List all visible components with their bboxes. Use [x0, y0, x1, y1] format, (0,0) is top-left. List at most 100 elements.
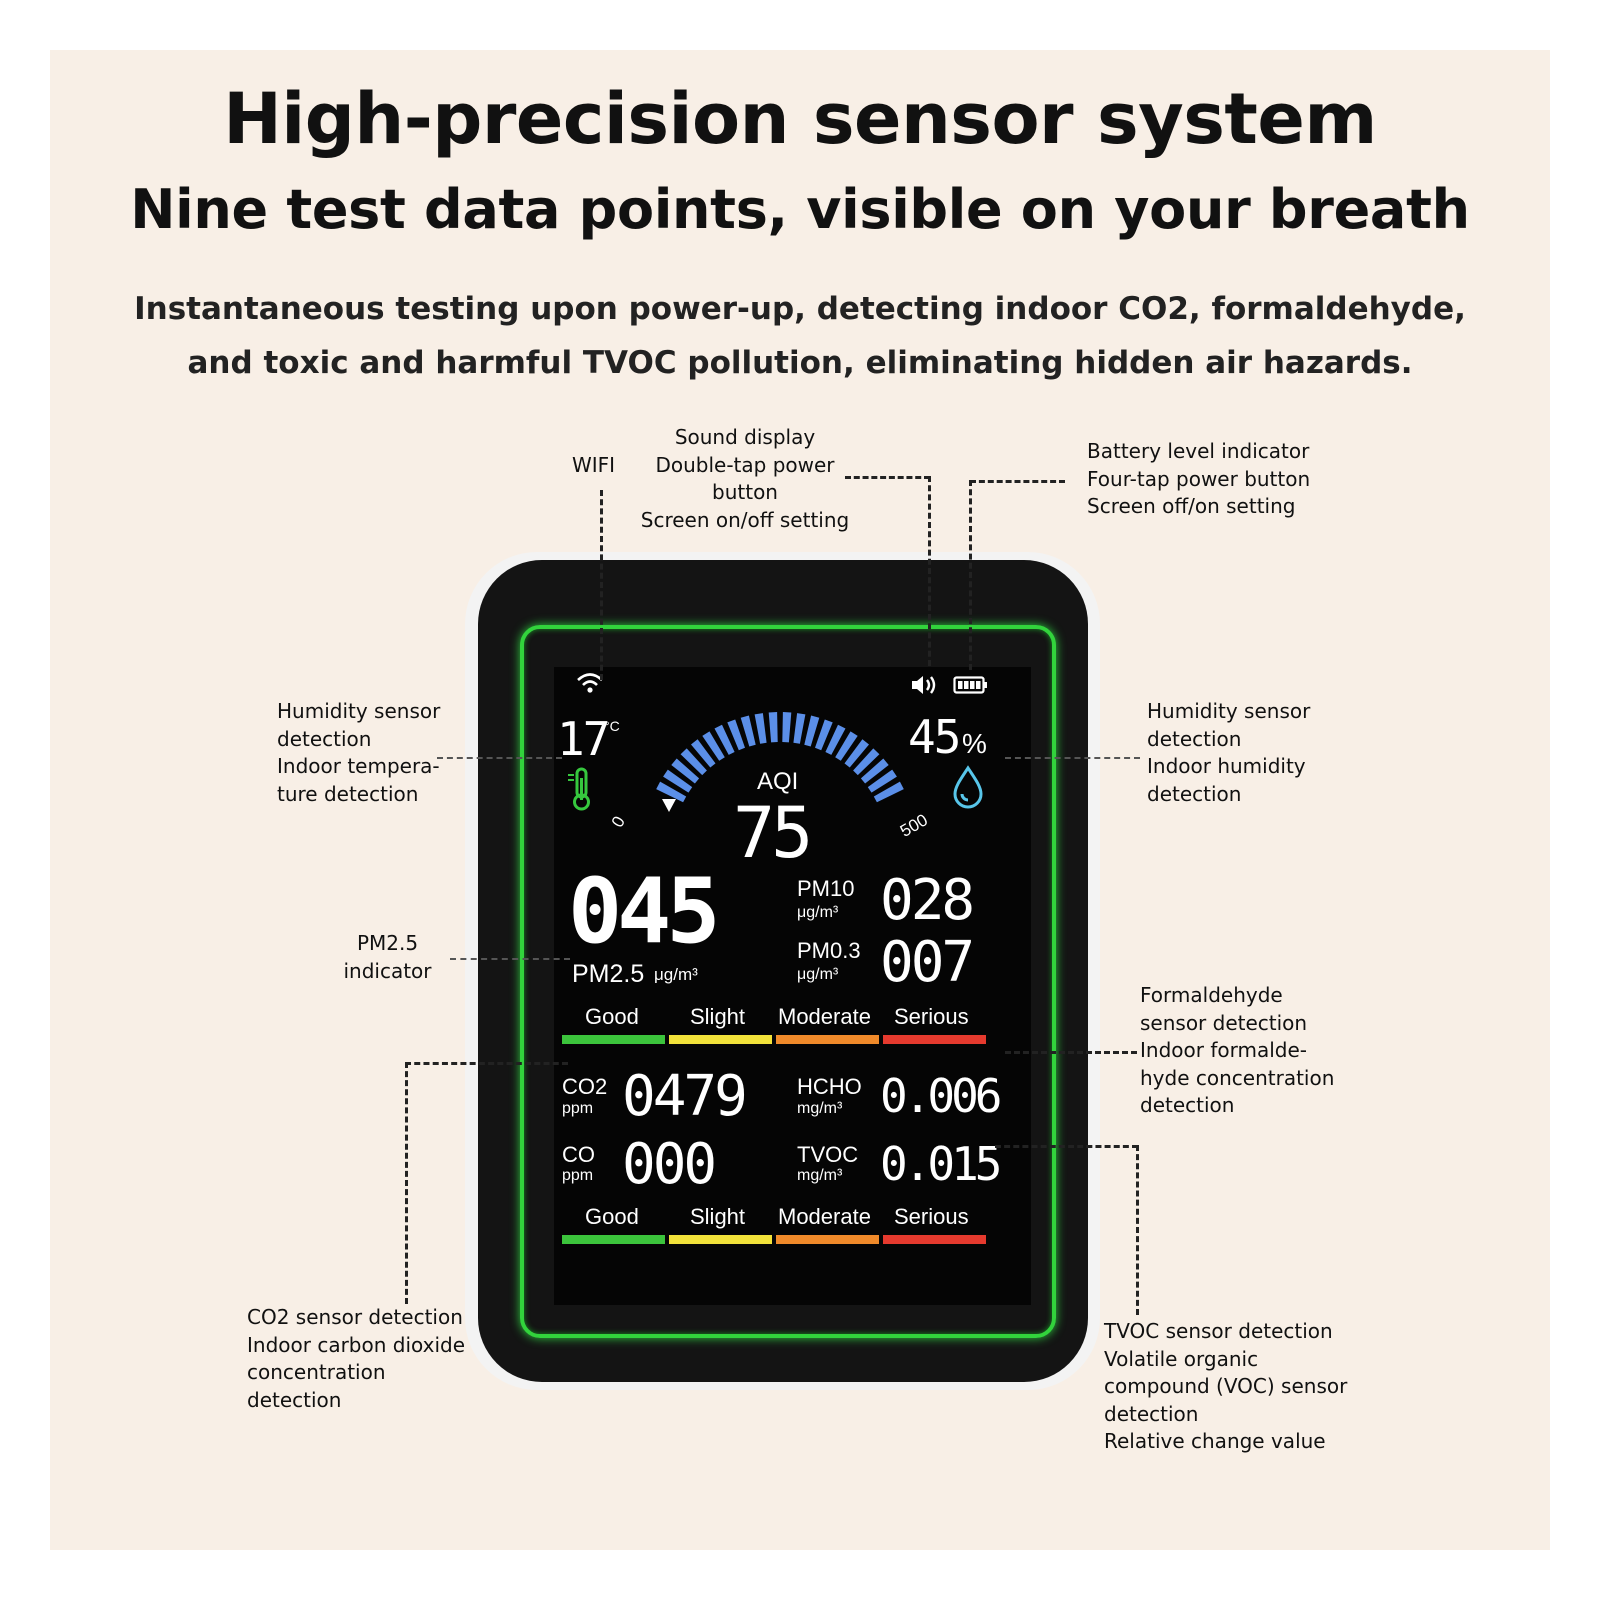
- co-unit: ppm: [562, 1167, 594, 1184]
- aqi-gauge-segment: [702, 731, 725, 761]
- co-label: CO: [562, 1142, 595, 1167]
- pm10-unit: μg/m³: [797, 904, 839, 921]
- callout-pm25: PM2.5 indicator: [330, 930, 445, 985]
- scale-bottom-slight: Slight: [690, 1204, 746, 1229]
- thermometer-icon: [568, 767, 590, 811]
- co2-value: 0479: [622, 1064, 748, 1129]
- aqi-gauge-segment: [867, 769, 897, 793]
- pm25-label: PM2.5: [572, 960, 645, 988]
- co2-unit: ppm: [562, 1100, 594, 1117]
- description-line: Instantaneous testing upon power-up, det…: [134, 291, 1466, 327]
- aqi-pointer: [662, 799, 676, 812]
- humidity-unit: %: [962, 728, 987, 759]
- aqi-gauge-segment: [663, 769, 693, 793]
- scale-top-slight: Slight: [690, 1004, 746, 1029]
- status-glow-ring: [520, 625, 1056, 1338]
- callout-line: Formaldehyde: [1140, 983, 1283, 1007]
- callout-temperature: Humidity sensor detection Indoor tempera…: [277, 698, 440, 808]
- scale-bottom-bar-moderate: [776, 1235, 879, 1244]
- aqi-gauge-segment: [740, 715, 756, 747]
- scale-top-bar-moderate: [776, 1035, 879, 1044]
- aqi-gauge-segment: [860, 758, 889, 784]
- temperature-unit: °C: [604, 718, 620, 734]
- aqi-gauge-segment: [691, 739, 716, 768]
- callout-co2: CO2 sensor detection Indoor carbon dioxi…: [247, 1304, 465, 1414]
- scale-top-serious: Serious: [894, 1004, 969, 1029]
- scale-bottom-bar-serious: [883, 1235, 986, 1244]
- callout-line: WIFI: [572, 453, 616, 477]
- leader-line-sound: [845, 476, 930, 479]
- scale-top-moderate: Moderate: [778, 1004, 871, 1029]
- aqi-gauge-segment: [804, 715, 820, 747]
- callout-sound: Sound display Double-tap power button Sc…: [630, 424, 860, 534]
- aqi-gauge-segment: [835, 731, 858, 761]
- tvoc-label: TVOC: [797, 1142, 859, 1167]
- headline: High-precision sensor system: [223, 78, 1377, 160]
- pm25-unit: μg/m³: [654, 965, 698, 984]
- callout-line: detection: [1104, 1401, 1199, 1426]
- callout-line: indicator: [343, 958, 432, 983]
- callout-line: concentration: [247, 1360, 386, 1384]
- pm03-label: PM0.3: [797, 938, 861, 963]
- leader-line-temperature: [437, 757, 562, 759]
- callout-line: Four-tap power button: [1087, 466, 1311, 491]
- callout-tvoc: TVOC sensor detection Volatile organic c…: [1104, 1318, 1347, 1456]
- callout-line: detection: [277, 726, 372, 751]
- aqi-gauge-segment: [714, 724, 735, 755]
- droplet-icon: [953, 765, 983, 809]
- callout-line: Indoor formalde-: [1140, 1038, 1307, 1062]
- aqi-gauge-segment: [853, 748, 880, 776]
- callout-line: Screen off/on setting: [1087, 494, 1296, 518]
- callout-line: button: [712, 480, 778, 504]
- hcho-label: HCHO: [797, 1074, 862, 1099]
- callout-line: PM2.5: [356, 931, 419, 955]
- leader-line-tvoc: [1136, 1145, 1139, 1315]
- aqi-gauge-segment: [782, 712, 792, 743]
- scale-bottom-moderate: Moderate: [778, 1204, 871, 1229]
- co-value: 000: [622, 1132, 717, 1197]
- callout-humidity: Humidity sensor detection Indoor humidit…: [1147, 698, 1310, 808]
- aqi-gauge-segment: [768, 712, 778, 743]
- callout-line: Indoor tempera-: [277, 754, 440, 778]
- lcd-screen: [554, 667, 1031, 1305]
- callout-line: Screen on/off setting: [640, 507, 850, 532]
- callout-line: Relative change value: [1104, 1429, 1326, 1453]
- aqi-gauge-segment: [844, 739, 869, 768]
- callout-wifi: WIFI: [572, 452, 615, 480]
- callout-line: ture detection: [277, 781, 419, 806]
- aqi-gauge-segment: [815, 719, 833, 751]
- leader-line-battery: [969, 480, 972, 670]
- leader-line-co2: [405, 1062, 568, 1065]
- description: Instantaneous testing upon power-up, det…: [100, 282, 1500, 390]
- scale-top-bar-good: [562, 1035, 665, 1044]
- subheadline: Nine test data points, visible on your b…: [130, 178, 1470, 241]
- hcho-unit: mg/m³: [797, 1100, 843, 1117]
- leader-line-co2: [405, 1062, 408, 1304]
- leader-line-battery: [970, 480, 1065, 483]
- speaker-icon: [912, 676, 936, 694]
- callout-line: Humidity sensor: [1147, 699, 1311, 723]
- callout-line: Humidity sensor: [277, 699, 441, 723]
- aqi-gauge-segment: [656, 781, 687, 803]
- callout-line: compound (VOC) sensor: [1104, 1374, 1348, 1398]
- scale-bottom-bar-slight: [669, 1235, 772, 1244]
- pm03-value: 007: [880, 930, 975, 995]
- leader-line-humidity: [1005, 757, 1140, 759]
- pm10-value: 028: [880, 868, 975, 933]
- scale-top-bar-slight: [669, 1035, 772, 1044]
- aqi-gauge: [656, 712, 904, 812]
- leader-line-wifi: [600, 490, 603, 680]
- callout-line: Sound display: [674, 425, 816, 449]
- aqi-gauge-segment: [727, 719, 745, 751]
- callout-line: Battery level indicator: [1087, 439, 1310, 463]
- battery-icon: [953, 676, 987, 694]
- hcho-value: 0.006: [880, 1069, 1003, 1123]
- callout-line: hyde concentration: [1140, 1065, 1335, 1090]
- wifi-icon: [577, 673, 603, 693]
- callout-line: CO2 sensor detection: [247, 1305, 463, 1329]
- aqi-gauge-segment: [680, 748, 707, 776]
- leader-line-sound: [928, 476, 931, 666]
- scale-bottom-bar-good: [562, 1235, 665, 1244]
- callout-line: Volatile organic: [1104, 1346, 1259, 1371]
- co2-label: CO2: [562, 1074, 608, 1099]
